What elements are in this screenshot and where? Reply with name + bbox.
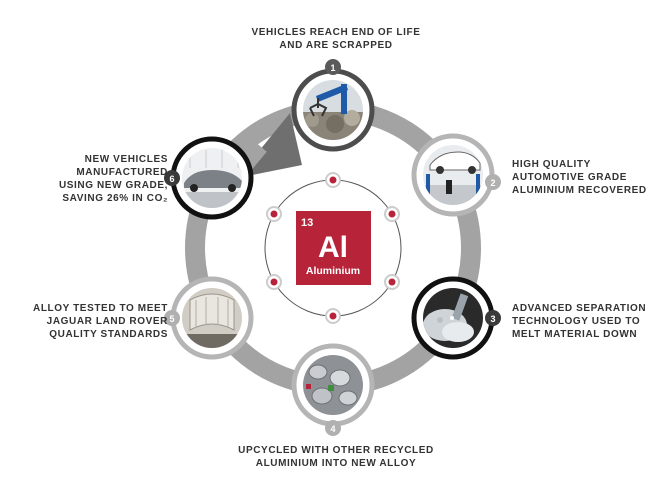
caption-line: JAGUAR LAND ROVER <box>46 316 168 327</box>
caption-line: SAVING 26% IN CO₂ <box>62 193 168 204</box>
element-number: 13 <box>301 217 313 229</box>
inner-ring-dots <box>266 172 400 324</box>
caption-line: ALUMINIUM INTO NEW ALLOY <box>255 458 417 469</box>
step-number: 3 <box>490 314 495 324</box>
caption-line: HIGH QUALITY <box>512 159 591 170</box>
step-2-caption: HIGH QUALITY AUTOMOTIVE GRADE ALUMINIUM … <box>512 158 662 197</box>
caption-line: USING NEW GRADE, <box>58 180 168 191</box>
step-number: 1 <box>330 63 335 73</box>
caption-line: MELT MATERIAL DOWN <box>512 329 638 340</box>
step-number: 6 <box>169 174 174 184</box>
step-3-caption: ADVANCED SEPARATION TECHNOLOGY USED TO M… <box>512 302 667 341</box>
alloy-coil-icon <box>182 288 242 348</box>
caption-line: AND ARE SCRAPPED <box>279 40 393 51</box>
step-number: 4 <box>330 424 335 434</box>
caption-line: AUTOMOTIVE GRADE <box>512 172 627 183</box>
caption-line: UPCYCLED WITH OTHER RECYCLED <box>238 445 434 456</box>
inner-dot <box>384 274 400 290</box>
caption-line: ADVANCED SEPARATION <box>512 303 647 314</box>
step-4-node: 4 <box>291 343 375 436</box>
step-3-node: 3 <box>411 276 501 360</box>
aluminium-flakes-icon <box>423 288 483 348</box>
element-symbol: Al <box>318 231 348 264</box>
crushed-cans-icon <box>303 355 363 415</box>
step-2-node: 2 <box>411 133 501 217</box>
inner-dot <box>266 206 282 222</box>
caption-line: MANUFACTURED <box>76 167 168 178</box>
inner-dot <box>325 172 341 188</box>
step-5-node: 5 <box>164 276 254 360</box>
step-1-node: 1 <box>291 59 375 152</box>
caption-line: NEW VEHICLES <box>84 154 168 165</box>
caption-line: VEHICLES REACH END OF LIFE <box>251 27 421 38</box>
step-1-caption: VEHICLES REACH END OF LIFE AND ARE SCRAP… <box>236 26 436 52</box>
inner-dot <box>325 308 341 324</box>
step-4-caption: UPCYCLED WITH OTHER RECYCLED ALUMINIUM I… <box>216 444 456 470</box>
caption-line: QUALITY STANDARDS <box>49 329 168 340</box>
aluminium-element-tile: 13 Al Aluminium <box>296 211 371 285</box>
step-6-node: 6 <box>164 136 254 220</box>
inner-dot <box>384 206 400 222</box>
element-name: Aluminium <box>306 265 360 277</box>
step-number: 2 <box>490 178 495 188</box>
caption-line: TECHNOLOGY USED TO <box>512 316 641 327</box>
step-number: 5 <box>169 314 174 324</box>
car-lift-icon <box>423 145 483 205</box>
inner-dot <box>266 274 282 290</box>
caption-line: ALLOY TESTED TO MEET <box>33 303 168 314</box>
step-5-caption: ALLOY TESTED TO MEET JAGUAR LAND ROVER Q… <box>18 302 168 341</box>
caption-line: ALUMINIUM RECOVERED <box>512 185 647 196</box>
step-6-caption: NEW VEHICLES MANUFACTURED USING NEW GRAD… <box>18 153 168 205</box>
